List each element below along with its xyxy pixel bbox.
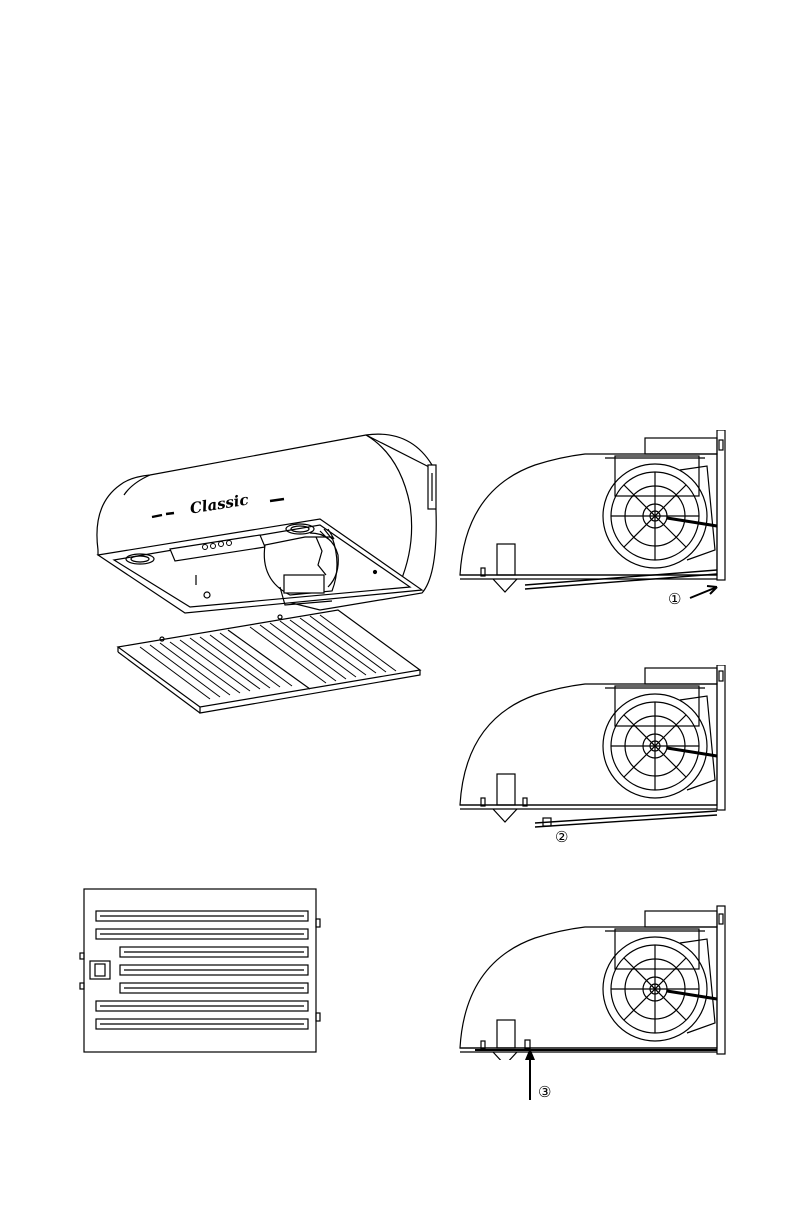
arrow-icon (690, 586, 717, 598)
side-view-3-figure (455, 900, 745, 1060)
filter-panel (118, 610, 420, 713)
side-view-1-drawing (455, 430, 745, 630)
step-2-marker: ② (555, 830, 568, 845)
hood-perspective-figure: Classic (70, 425, 450, 725)
fan-icon (603, 937, 707, 1041)
side-view-3-drawing (455, 900, 745, 1060)
side-view-2-figure (455, 665, 745, 845)
step-1-marker: ① (668, 592, 681, 607)
filter-front-drawing (76, 885, 324, 1055)
fan-icon (603, 464, 707, 568)
filter-front-figure (76, 885, 324, 1055)
step-3-marker: ③ (538, 1085, 551, 1100)
fan-icon (603, 694, 707, 798)
side-view-2-drawing (455, 665, 745, 845)
step-3-arrow (520, 1048, 540, 1100)
side-view-1-figure (455, 430, 745, 630)
hood-perspective-drawing: Classic (70, 425, 450, 725)
arrow-icon (520, 1048, 540, 1100)
filter-slats (96, 911, 308, 1029)
